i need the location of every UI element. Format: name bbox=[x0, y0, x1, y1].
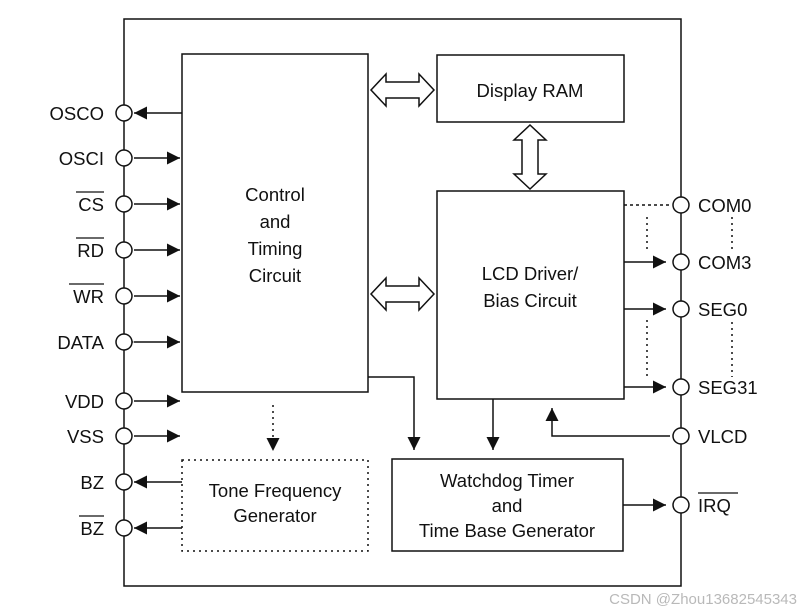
pin-label-com3: COM3 bbox=[698, 252, 751, 273]
tone-label-1: Tone Frequency bbox=[209, 480, 342, 501]
lcd-driver-label-2: Bias Circuit bbox=[483, 290, 577, 311]
pin-label-irq: IRQ bbox=[698, 495, 731, 516]
watchdog-block: Watchdog Timer and Time Base Generator bbox=[391, 458, 624, 552]
pin-vdd bbox=[115, 392, 133, 410]
pin-label-seg31: SEG31 bbox=[698, 377, 758, 398]
left-pin-signals bbox=[121, 106, 182, 535]
pin-bz bbox=[115, 473, 133, 491]
watchdog-label-2: and bbox=[492, 495, 523, 516]
pin-wr bbox=[115, 287, 133, 305]
pin-label-data: DATA bbox=[57, 332, 104, 353]
pin-label-osci: OSCI bbox=[59, 148, 104, 169]
tone-generator-block: Tone Frequency Generator bbox=[181, 459, 369, 552]
pin-label-rd: RD bbox=[77, 240, 104, 261]
pin-vss bbox=[115, 427, 133, 445]
pin-data bbox=[115, 333, 133, 351]
pin-label-com0: COM0 bbox=[698, 195, 751, 216]
pin-com0 bbox=[672, 196, 690, 214]
tone-label-2: Generator bbox=[233, 505, 316, 526]
pin-osco bbox=[115, 104, 133, 122]
control-timing-block: Control and Timing Circuit bbox=[181, 53, 369, 393]
lcd-driver-label-1: LCD Driver/ bbox=[482, 263, 579, 284]
pin-rd bbox=[115, 241, 133, 259]
pin-seg0 bbox=[672, 300, 690, 318]
display-ram-label: Display RAM bbox=[477, 80, 584, 101]
control-label-2: and bbox=[260, 211, 291, 232]
pin-com3 bbox=[672, 253, 690, 271]
vlcd-to-lcd-line bbox=[545, 408, 670, 437]
pin-label-vlcd: VLCD bbox=[698, 426, 747, 447]
bus-arrow-control-ram bbox=[369, 72, 436, 108]
pin-label-bz: BZ bbox=[80, 472, 104, 493]
pin-label-wr: WR bbox=[73, 286, 104, 307]
watermark: CSDN @Zhou13682545343 bbox=[609, 591, 797, 608]
pin-irq bbox=[672, 496, 690, 514]
pin-label-seg0: SEG0 bbox=[698, 299, 747, 320]
control-to-watchdog-line bbox=[368, 376, 421, 450]
pin-label-vdd: VDD bbox=[65, 391, 104, 412]
control-label-3: Timing bbox=[248, 238, 303, 259]
pin-bz-bar bbox=[115, 519, 133, 537]
internal-signals bbox=[266, 204, 733, 512]
left-pins: OSCO OSCI CS RD WR DATA VDD VSS BZ BZ bbox=[50, 103, 133, 539]
watchdog-label-1: Watchdog Timer bbox=[440, 470, 574, 491]
pin-cs bbox=[115, 195, 133, 213]
lcd-driver-block: LCD Driver/ Bias Circuit bbox=[436, 190, 625, 400]
pin-osci bbox=[115, 149, 133, 167]
bus-arrow-ram-lcd bbox=[512, 123, 548, 191]
bus-arrow-control-lcd bbox=[369, 276, 436, 312]
pin-vlcd bbox=[672, 427, 690, 445]
control-label-4: Circuit bbox=[249, 265, 301, 286]
pin-label-vss: VSS bbox=[67, 426, 104, 447]
pin-label-bz-bar: BZ bbox=[80, 518, 104, 539]
right-pins: COM0 COM3 SEG0 SEG31 VLCD IRQ bbox=[672, 195, 758, 516]
display-ram-block: Display RAM bbox=[436, 54, 625, 123]
pin-seg31 bbox=[672, 378, 690, 396]
pin-label-osco: OSCO bbox=[50, 103, 104, 124]
pin-label-cs: CS bbox=[78, 194, 104, 215]
control-label-1: Control bbox=[245, 184, 305, 205]
watchdog-label-3: Time Base Generator bbox=[419, 520, 595, 541]
